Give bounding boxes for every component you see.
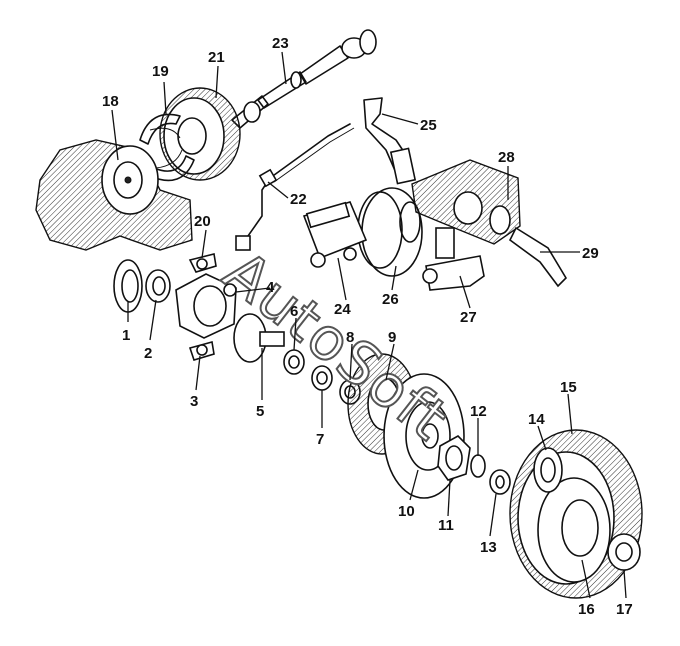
- callout-1: 1: [122, 327, 130, 344]
- wheel-hub: [437, 435, 471, 481]
- brake-shoes: [139, 113, 195, 182]
- callout-25: 25: [420, 117, 437, 134]
- wheel-rim: [537, 477, 611, 583]
- propeller-shaft: [231, 29, 377, 129]
- leader-lines: [111, 51, 627, 599]
- callout-26: 26: [382, 291, 399, 308]
- lower-ball-joint: [188, 340, 215, 361]
- callout-2: 2: [144, 345, 152, 362]
- callout-20: 20: [194, 213, 211, 230]
- callout-27: 27: [460, 309, 477, 326]
- callout-11: 11: [438, 517, 454, 534]
- callout-14: 14: [528, 411, 545, 428]
- callout-8: 8: [346, 329, 354, 346]
- callout-16: 16: [578, 601, 595, 618]
- callout-19: 19: [152, 63, 169, 80]
- hub-washer: [470, 454, 486, 478]
- spindle: [233, 313, 285, 363]
- callout-10: 10: [398, 503, 415, 520]
- callout-17: 17: [616, 601, 633, 618]
- parking-brake-drum: [159, 87, 241, 181]
- callout-21: 21: [208, 49, 225, 66]
- callout-12: 12: [470, 403, 487, 420]
- brake-pedal: [363, 97, 417, 185]
- callout-28: 28: [498, 149, 515, 166]
- wheel-cap: [533, 447, 563, 493]
- steering-gear-housing: [411, 159, 521, 245]
- callout-3: 3: [190, 393, 198, 410]
- callout-7: 7: [316, 431, 324, 448]
- steering-knuckle: [175, 273, 237, 339]
- pitman-arm: [508, 226, 568, 288]
- transfer-case-housing: [35, 139, 193, 251]
- knuckle-bearing: [145, 269, 171, 303]
- callout-18: 18: [102, 93, 119, 110]
- callout-13: 13: [480, 539, 497, 556]
- free-wheeling-hub: [607, 533, 641, 571]
- callout-6: 6: [290, 303, 298, 320]
- callout-9: 9: [388, 329, 396, 346]
- callout-4: 4: [266, 279, 275, 296]
- callout-23: 23: [272, 35, 289, 52]
- callout-22: 22: [290, 191, 307, 208]
- steering-linkage: [422, 227, 485, 291]
- callout-15: 15: [560, 379, 577, 396]
- callout-29: 29: [582, 245, 599, 262]
- brake-booster: [357, 187, 423, 277]
- bearing-race: [311, 365, 333, 391]
- hub-nut: [489, 469, 511, 495]
- callout-24: 24: [334, 301, 351, 318]
- upper-ball-joint: [188, 253, 217, 273]
- master-cylinder: [302, 201, 368, 268]
- callout-5: 5: [256, 403, 264, 420]
- brake-hose-line: [235, 123, 355, 251]
